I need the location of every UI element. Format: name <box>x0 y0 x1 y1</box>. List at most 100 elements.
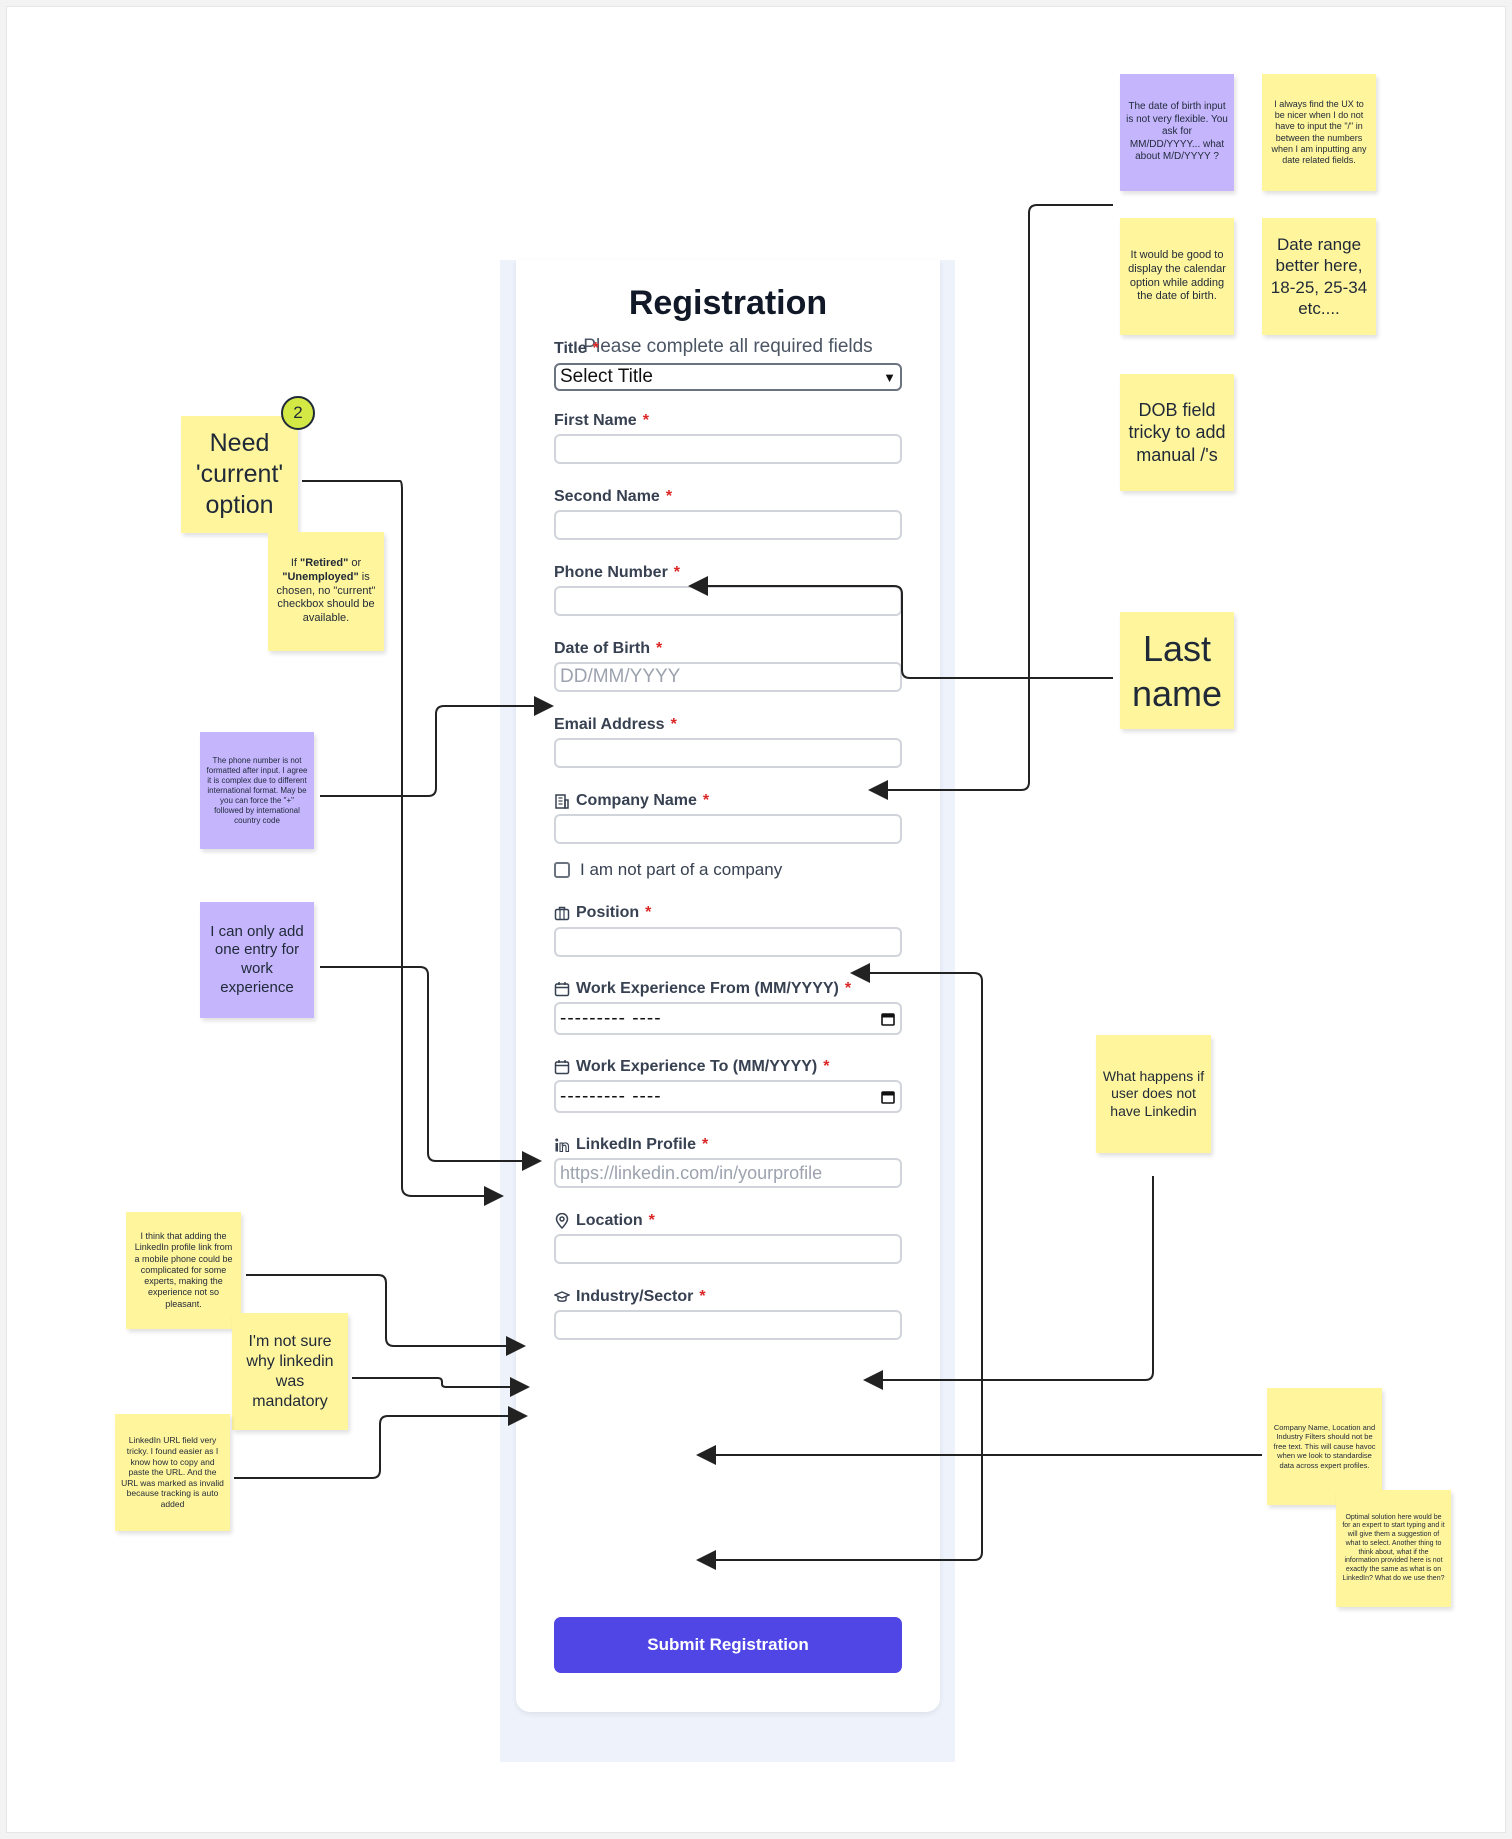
linkedin-icon <box>555 1138 570 1153</box>
company-input[interactable] <box>554 814 902 844</box>
position-label: Position * <box>554 904 651 922</box>
email-label: Email Address * <box>554 716 677 734</box>
work-to-label: Work Experience To (MM/YYYY) * <box>554 1058 829 1076</box>
connector-need-current <box>302 480 504 1206</box>
note-free-text[interactable]: Company Name, Location and Industry Filt… <box>1267 1388 1382 1505</box>
no-company-checkbox[interactable] <box>554 862 570 878</box>
required-marker: * <box>670 716 677 733</box>
registration-card: Registration Please complete all require… <box>516 260 940 1712</box>
no-company-row: I am not part of a company <box>554 860 782 880</box>
note-linkedin-tricky[interactable]: LinkedIn URL field very tricky. I found … <box>115 1414 230 1531</box>
dob-input[interactable]: DD/MM/YYYY <box>554 662 902 692</box>
title-select-value: Select Title <box>560 366 653 387</box>
title-select[interactable]: Select Title ▼ <box>554 363 902 391</box>
linkedin-label: LinkedIn Profile * <box>554 1136 708 1154</box>
second-name-input[interactable] <box>554 510 902 540</box>
location-input[interactable] <box>554 1234 902 1264</box>
work-from-input[interactable]: --------- ---- <box>554 1002 902 1035</box>
note-last-name[interactable]: Last name <box>1120 612 1234 729</box>
company-label-text: Company Name <box>576 792 697 809</box>
connector-linkedin-mandatory <box>352 1377 530 1397</box>
phone-label: Phone Number * <box>554 564 680 582</box>
position-input[interactable] <box>554 927 902 957</box>
map-pin-icon <box>555 1213 569 1229</box>
required-marker: * <box>702 1136 709 1153</box>
required-marker: * <box>673 564 681 581</box>
required-marker: * <box>648 1212 655 1229</box>
title-label-row: Title * <box>554 340 599 358</box>
required-marker: * <box>665 488 673 505</box>
note-ux-slash[interactable]: I always find the UX to be nicer when I … <box>1262 74 1376 191</box>
location-label-text: Location <box>576 1212 643 1229</box>
connector-no-linkedin <box>863 1176 1154 1390</box>
industry-input[interactable] <box>554 1310 902 1340</box>
first-name-input[interactable] <box>554 434 902 464</box>
note-dob-tricky[interactable]: DOB field tricky to add manual /'s <box>1120 374 1234 491</box>
calendar-picker-icon[interactable] <box>880 1011 896 1027</box>
calendar-picker-icon[interactable] <box>880 1089 896 1105</box>
chevron-down-icon: ▼ <box>883 369 896 385</box>
connector-one-entry <box>320 966 542 1171</box>
note-optimal-solution[interactable]: Optimal solution here would be for an ex… <box>1336 1490 1451 1607</box>
briefcase-icon <box>554 906 570 921</box>
phone-label-text: Phone Number <box>554 564 668 581</box>
dob-placeholder: DD/MM/YYYY <box>560 666 681 687</box>
connector-linkedin-mobile <box>246 1274 526 1356</box>
note-date-range[interactable]: Date range better here, 18-25, 25-34 etc… <box>1262 218 1376 335</box>
connector-industry <box>696 1455 983 1570</box>
required-marker: * <box>844 980 852 997</box>
first-name-label-text: First Name <box>554 412 637 429</box>
connector-phone-format <box>320 696 554 797</box>
submit-registration-button[interactable]: Submit Registration <box>554 1617 902 1673</box>
work-from-value: --------- ---- <box>560 1007 662 1029</box>
required-marker: * <box>592 340 599 357</box>
dob-label-text: Date of Birth <box>554 640 650 657</box>
email-input[interactable] <box>554 738 902 768</box>
calendar-icon <box>554 982 570 997</box>
second-name-label-text: Second Name <box>554 488 660 505</box>
graduation-cap-icon <box>554 1291 570 1302</box>
required-marker: * <box>823 1058 830 1075</box>
required-marker: * <box>642 412 649 429</box>
note-calendar-option[interactable]: It would be good to display the calendar… <box>1120 218 1234 335</box>
location-label: Location * <box>554 1212 655 1230</box>
calendar-icon <box>554 1060 570 1075</box>
industry-label-text: Industry/Sector <box>576 1288 694 1305</box>
note-need-current[interactable]: Need 'current' option <box>181 416 298 533</box>
required-marker: * <box>702 792 710 809</box>
title-label-text: Title <box>554 340 587 357</box>
page-subtitle: Please complete all required fields <box>583 336 873 357</box>
no-company-label: I am not part of a company <box>580 860 783 879</box>
phone-input[interactable] <box>554 586 902 616</box>
note-retired-unemployed[interactable]: If "Retired" or "Unemployed" is chosen, … <box>268 532 384 651</box>
email-label-text: Email Address <box>554 716 665 733</box>
required-marker: * <box>645 904 652 921</box>
note-phone-format[interactable]: The phone number is not formatted after … <box>200 732 314 849</box>
connector-dob <box>868 204 1113 800</box>
position-label-text: Position <box>576 904 640 921</box>
work-to-value: --------- ---- <box>560 1085 662 1107</box>
linkedin-placeholder: https://linkedin.com/in/yourprofile <box>560 1162 823 1183</box>
industry-label: Industry/Sector * <box>554 1288 706 1306</box>
second-name-label: Second Name * <box>554 488 672 506</box>
required-marker: * <box>699 1288 706 1305</box>
comment-count-badge[interactable]: 2 <box>281 396 315 430</box>
connector-linkedin-tricky <box>234 1406 528 1479</box>
building-icon <box>555 794 569 809</box>
work-to-input[interactable]: --------- ---- <box>554 1080 902 1113</box>
required-marker: * <box>656 640 663 657</box>
note-one-entry[interactable]: I can only add one entry for work experi… <box>200 902 314 1018</box>
work-from-label-text: Work Experience From (MM/YYYY) <box>576 980 839 997</box>
work-from-label: Work Experience From (MM/YYYY) * <box>554 980 851 998</box>
linkedin-input[interactable]: https://linkedin.com/in/yourprofile <box>554 1158 902 1188</box>
page-title: Registration <box>628 284 828 322</box>
note-linkedin-mandatory[interactable]: I'm not sure why linkedin was mandatory <box>232 1313 348 1430</box>
note-no-linkedin[interactable]: What happens if user does not have Linke… <box>1096 1035 1211 1153</box>
note-linkedin-mobile[interactable]: I think that adding the LinkedIn profile… <box>126 1212 241 1329</box>
note-dob-flexible[interactable]: The date of birth input is not very flex… <box>1120 74 1234 191</box>
connector-company <box>850 963 983 1455</box>
company-label: Company Name * <box>554 792 709 810</box>
first-name-label: First Name * <box>554 412 649 430</box>
dob-label: Date of Birth * <box>554 640 662 658</box>
